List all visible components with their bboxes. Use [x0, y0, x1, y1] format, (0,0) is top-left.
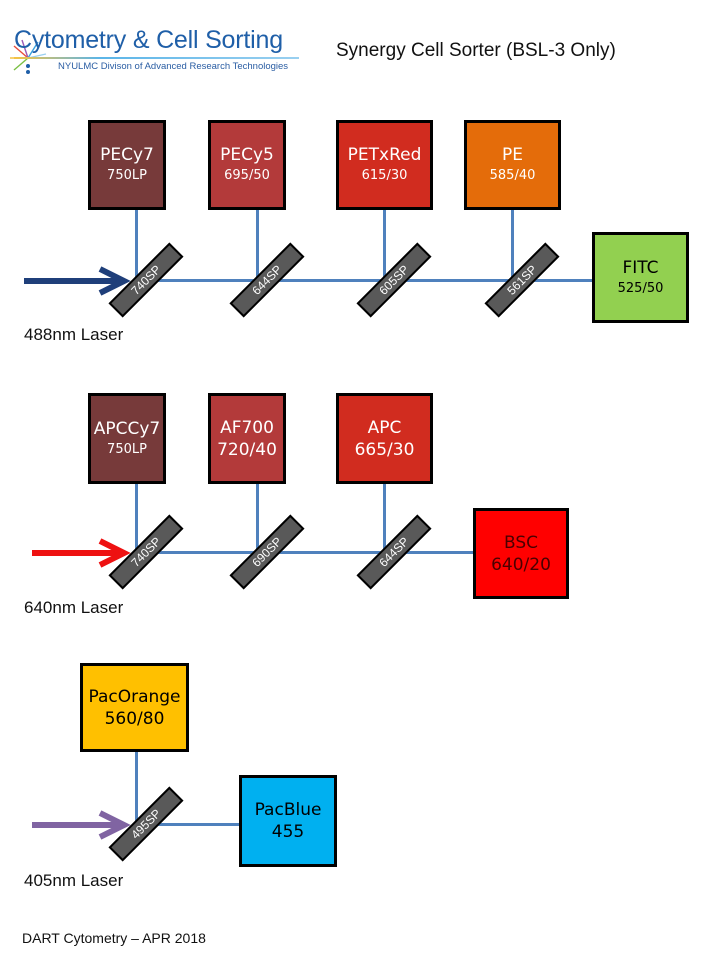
- detector-wire: [511, 208, 514, 281]
- laser-label: 640nm Laser: [24, 598, 124, 617]
- detector-filter: 750LP: [107, 168, 147, 183]
- laser-label: 488nm Laser: [24, 325, 124, 344]
- laser-arrow-icon: [24, 266, 131, 296]
- beam-path: [136, 551, 474, 554]
- detector-filter: 560/80: [104, 708, 165, 729]
- detector-name: PETxRed: [347, 145, 422, 165]
- detector-pe: PE 585/40: [464, 120, 561, 210]
- detector-name: AF700: [220, 417, 274, 438]
- page-title: Synergy Cell Sorter (BSL-3 Only): [336, 40, 616, 61]
- detector-name: PacOrange: [88, 686, 181, 707]
- detector-wire: [256, 481, 259, 553]
- detector-fitc: FITC 525/50: [592, 232, 689, 323]
- detector-filter: 720/40: [217, 439, 277, 460]
- detector-filter: 695/50: [224, 168, 270, 183]
- detector-apc: APC 665/30: [336, 393, 433, 484]
- detector-wire: [135, 750, 138, 825]
- detector-name: PECy5: [220, 145, 274, 165]
- detector-wire: [135, 208, 138, 281]
- detector-pacorange: PacOrange 560/80: [80, 663, 189, 752]
- detector-pacblue: PacBlue 455: [239, 775, 337, 867]
- detector-pecy5: PECy5 695/50: [208, 120, 286, 210]
- detector-filter: 615/30: [361, 168, 408, 183]
- detector-wire: [383, 208, 386, 281]
- detector-petxred: PETxRed 615/30: [336, 120, 433, 210]
- detector-name: APCCy7: [93, 418, 161, 439]
- detector-pecy7: PECy7 750LP: [88, 120, 166, 210]
- detector-filter: 750LP: [107, 441, 147, 457]
- detector-bsc: BSC 640/20: [473, 508, 569, 599]
- detector-name: PECy7: [100, 145, 154, 165]
- detector-name: PacBlue: [254, 800, 322, 820]
- laser-label: 405nm Laser: [24, 871, 124, 890]
- detector-name: PE: [502, 145, 523, 165]
- detector-filter: 585/40: [489, 168, 536, 183]
- detector-wire: [383, 481, 386, 553]
- logo-title: Cytometry & Cell Sorting: [14, 26, 283, 54]
- logo-rule: [14, 57, 299, 59]
- beam-path: [136, 823, 240, 826]
- detector-wire: [256, 208, 259, 281]
- laser-arrow-icon: [32, 810, 131, 840]
- detector-filter: 640/20: [491, 554, 551, 575]
- detector-filter: 525/50: [617, 280, 664, 296]
- detector-wire: [135, 481, 138, 553]
- detector-name: APC: [367, 417, 402, 438]
- detector-apccy7: APCCy7 750LP: [88, 393, 166, 484]
- detector-name: BSC: [503, 532, 539, 553]
- beam-path: [136, 279, 594, 282]
- detector-filter: 455: [271, 822, 305, 842]
- footer: DART Cytometry – APR 2018: [22, 930, 206, 946]
- detector-af700: AF700 720/40: [208, 393, 286, 484]
- logo-subtitle: NYULMC Divison of Advanced Research Tech…: [58, 61, 289, 72]
- detector-filter: 665/30: [354, 439, 415, 460]
- laser-arrow-icon: [32, 538, 131, 568]
- detector-name: FITC: [622, 257, 659, 278]
